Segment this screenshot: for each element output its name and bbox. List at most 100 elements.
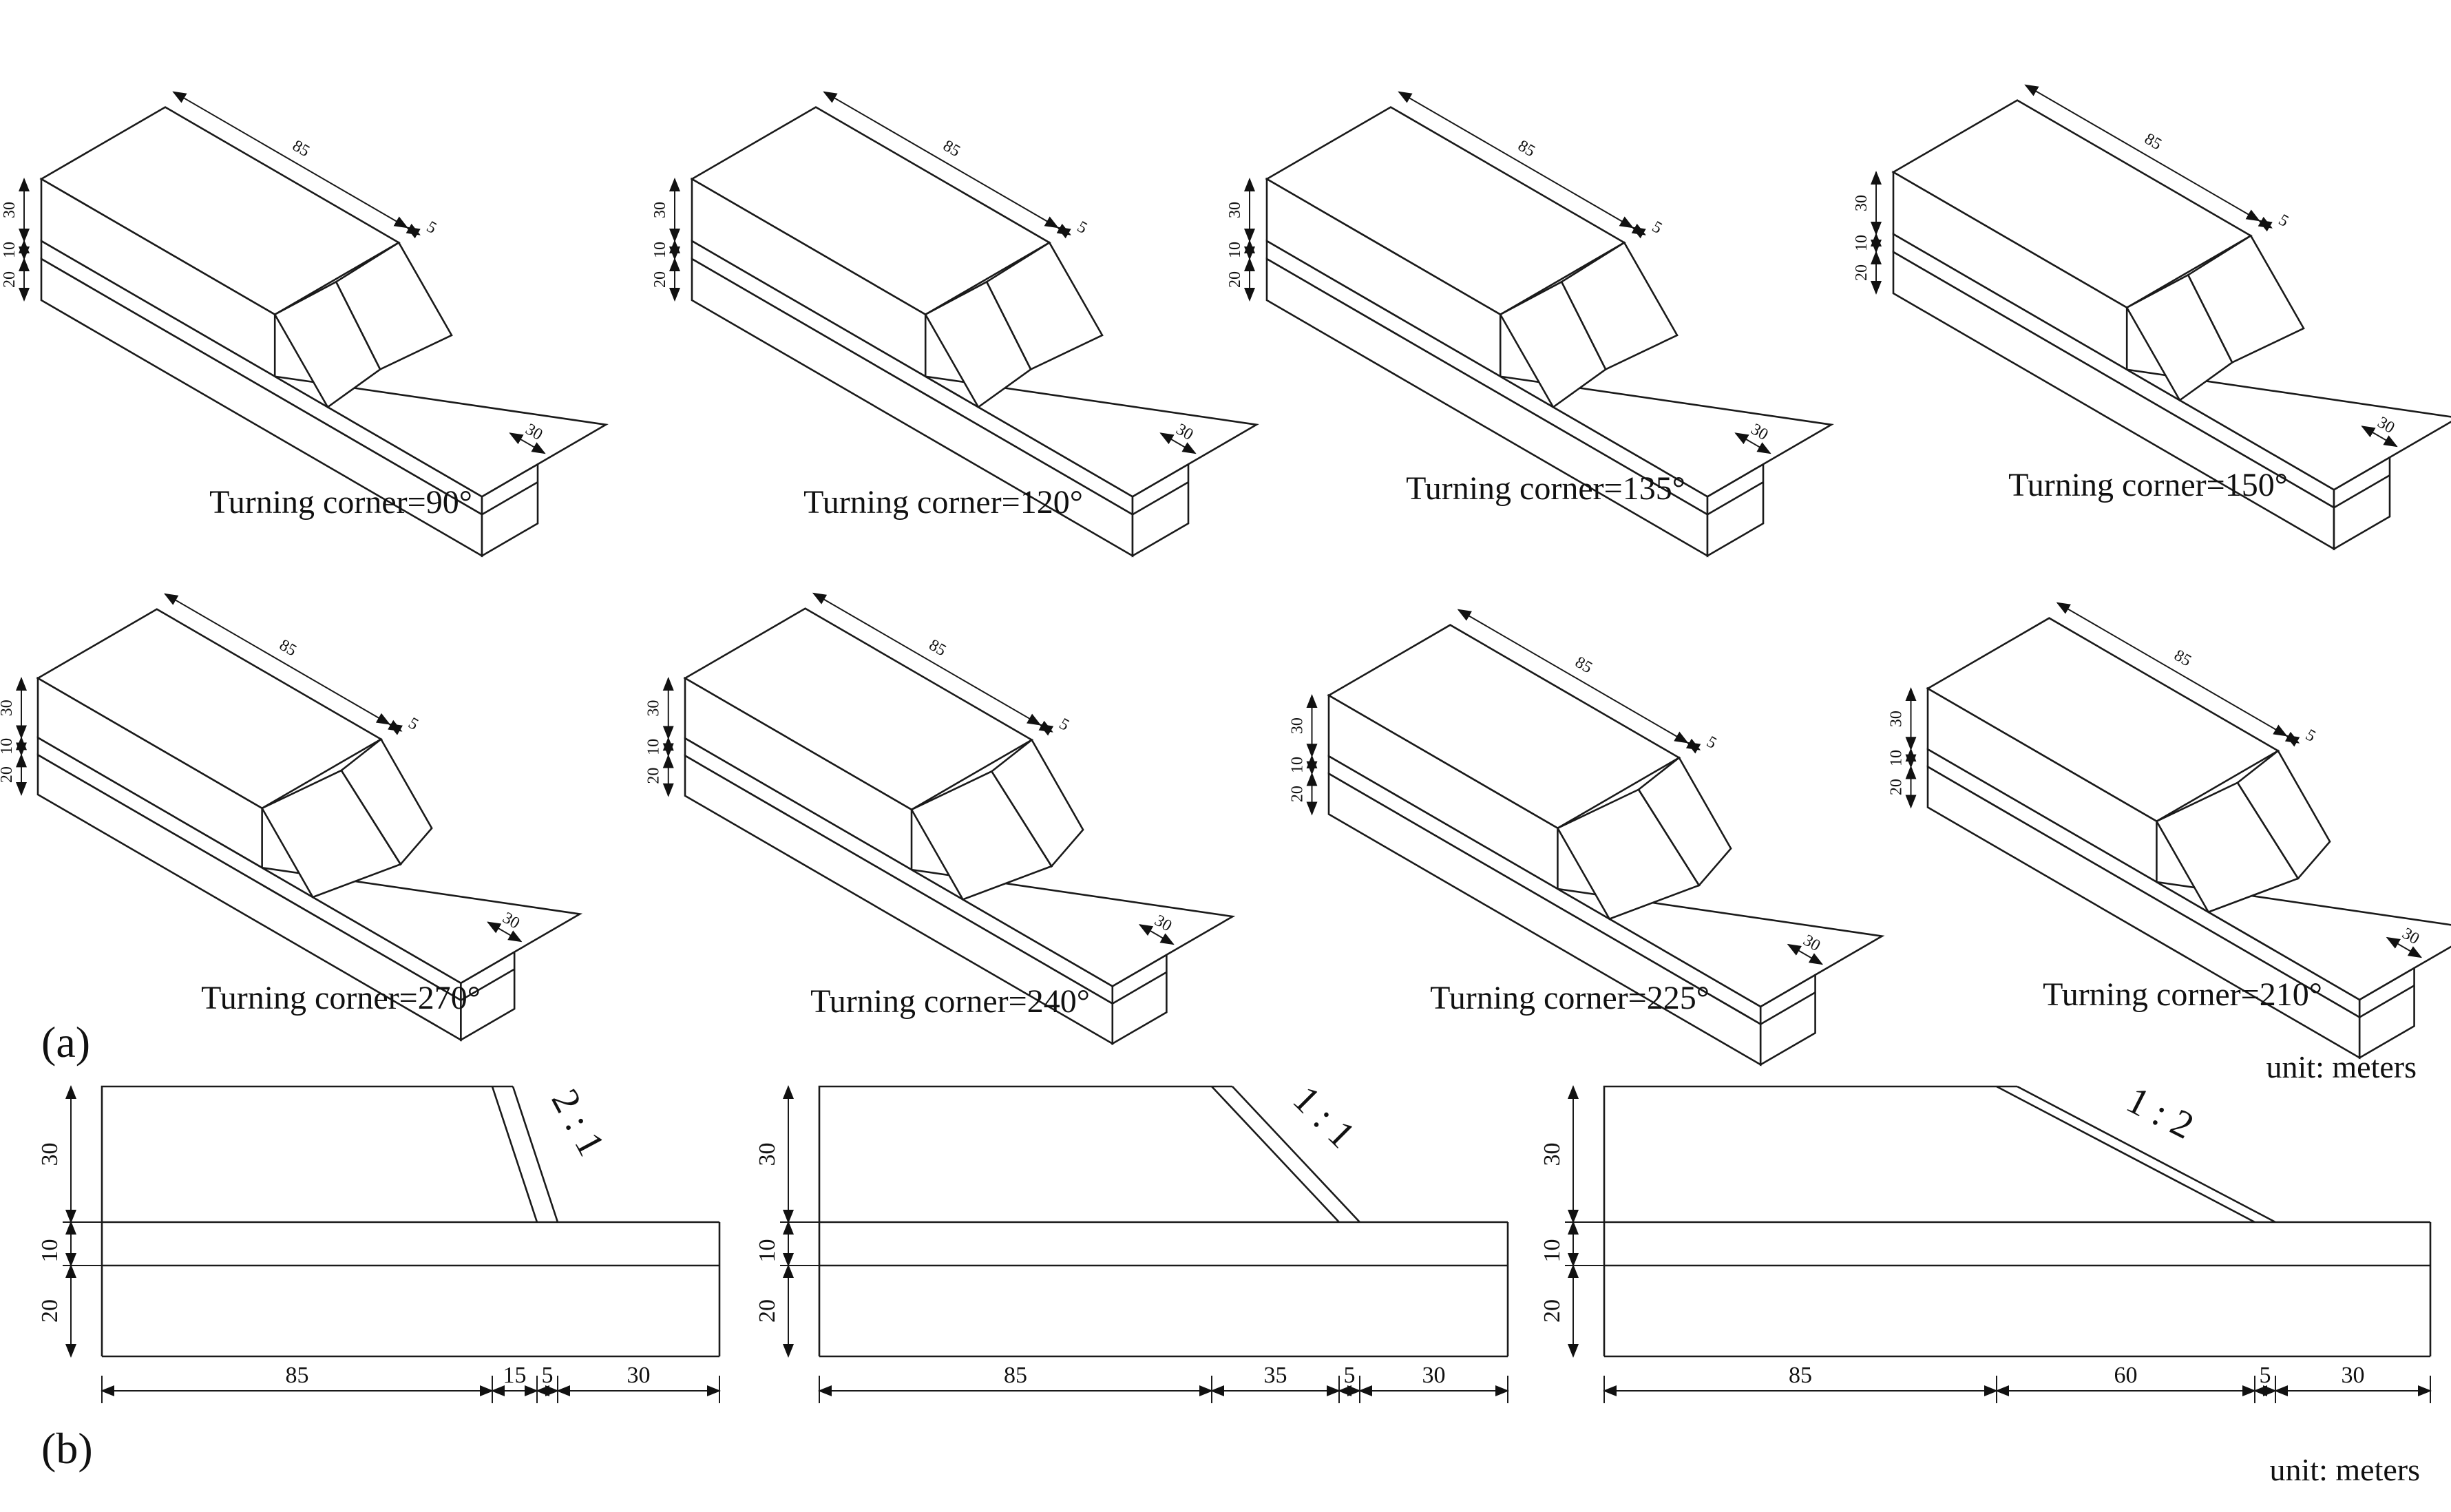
hdim-label-3: 30	[1422, 1363, 1446, 1388]
dim-5	[388, 720, 403, 735]
caption-90: Turning corner=90°	[209, 484, 472, 521]
dim-5	[406, 223, 421, 239]
layer-line	[1707, 481, 1764, 516]
caption-240: Turning corner=240°	[810, 983, 1090, 1020]
dim-label-10: 10	[1289, 757, 1307, 773]
caption-210: Turning corner=210°	[2043, 976, 2322, 1013]
dim-85	[1398, 91, 1634, 229]
panel-a-unit: unit: meters	[2266, 1049, 2417, 1084]
hdim-label-1: 60	[2114, 1363, 2138, 1388]
layer-line	[481, 481, 538, 516]
dim-label-20: 20	[1, 271, 19, 288]
dim-label-85: 85	[940, 137, 963, 161]
slab-top-face	[1557, 888, 1885, 1008]
dim-label-20: 20	[1289, 786, 1307, 802]
section-outline	[1603, 1085, 1997, 1356]
dim-label-85: 85	[1572, 653, 1595, 678]
dim-label-10: 10	[1888, 750, 1906, 766]
dim-label-30: 30	[0, 700, 16, 716]
hdim-label-2: 5	[542, 1363, 554, 1388]
panel-b-label: (b)	[41, 1424, 93, 1473]
dim-30-end	[2361, 426, 2398, 448]
slab-top-face	[911, 868, 1236, 987]
dim-label-30: 30	[1853, 195, 1871, 211]
layer-line	[1112, 971, 1168, 1005]
slab-top-face	[925, 375, 1259, 498]
dim-label-5: 5	[1074, 218, 1090, 238]
dim-label-85: 85	[926, 636, 949, 660]
caption-270: Turning corner=270°	[201, 980, 481, 1016]
slope-line-inner	[491, 1086, 538, 1223]
layer-line	[460, 968, 515, 1001]
dim-label-20: 20	[645, 768, 663, 784]
slope-face-2	[990, 738, 1084, 868]
dim-85	[2056, 602, 2288, 737]
dim-30-end	[2386, 936, 2423, 958]
slab-top-face	[2126, 368, 2451, 491]
vdim-label-10: 10	[37, 1239, 63, 1263]
caption-120: Turning corner=120°	[803, 484, 1083, 521]
layer-line	[2359, 985, 2415, 1018]
slope-face-2	[2187, 234, 2305, 364]
slope-face-2	[340, 737, 433, 866]
slab-top-face	[274, 375, 609, 498]
slope-line-inner	[1211, 1086, 1340, 1223]
dim-label-30: 30	[645, 700, 663, 717]
slope-line-outer	[512, 1086, 559, 1223]
dim-label-5: 5	[423, 218, 439, 238]
panel-b-unit: unit: meters	[2270, 1452, 2420, 1487]
dim-label-30: 30	[1, 202, 19, 218]
dim-label-20: 20	[0, 766, 16, 783]
vdim-label-30: 30	[755, 1143, 780, 1166]
slab-top-face	[261, 866, 583, 985]
caption-150: Turning corner=150°	[2008, 467, 2288, 503]
dim-label-85: 85	[276, 636, 299, 660]
dim-30-end	[509, 432, 546, 454]
dim-85	[1457, 609, 1689, 744]
dim-label-20: 20	[1226, 271, 1244, 288]
dim-5	[1685, 738, 1701, 754]
dim-label-5: 5	[1056, 715, 1072, 735]
hdim-label-1: 35	[1264, 1363, 1287, 1388]
dim-85	[812, 592, 1042, 726]
vdim-label-20: 20	[755, 1299, 780, 1323]
dim-30-end	[1787, 943, 1824, 965]
dim-30-end	[487, 921, 523, 943]
ratio-label-2-1: 2 : 1	[543, 1082, 613, 1163]
hdim-label-1: 15	[503, 1363, 527, 1388]
hdim-label-3: 30	[627, 1363, 651, 1388]
dim-label-5: 5	[1649, 218, 1665, 238]
dim-5	[1038, 720, 1054, 736]
dim-label-30: 30	[1226, 202, 1244, 218]
slope-line-inner	[1996, 1085, 2255, 1224]
slope-face-2	[2236, 749, 2331, 881]
dim-label-10: 10	[1853, 235, 1871, 251]
dim-5	[1056, 223, 1071, 239]
dim-5	[2258, 216, 2273, 232]
layer-line	[1132, 481, 1189, 516]
hdim-label-2: 5	[1344, 1363, 1356, 1388]
slope-face-2	[985, 241, 1104, 371]
slope-face-2	[335, 241, 453, 371]
dim-label-85: 85	[1515, 137, 1538, 161]
dim-label-10: 10	[651, 242, 669, 258]
vdim-label-30: 30	[1539, 1143, 1565, 1166]
slope-face-2	[1560, 241, 1679, 371]
slab-top-face	[2156, 881, 2451, 1001]
vdim-label-20: 20	[37, 1299, 63, 1323]
dim-30-end	[1138, 924, 1175, 945]
dim-label-20: 20	[1888, 779, 1906, 795]
hdim-label-0: 85	[286, 1363, 309, 1388]
dim-label-30: 30	[1289, 717, 1307, 734]
caption-225: Turning corner=225°	[1430, 980, 1710, 1016]
